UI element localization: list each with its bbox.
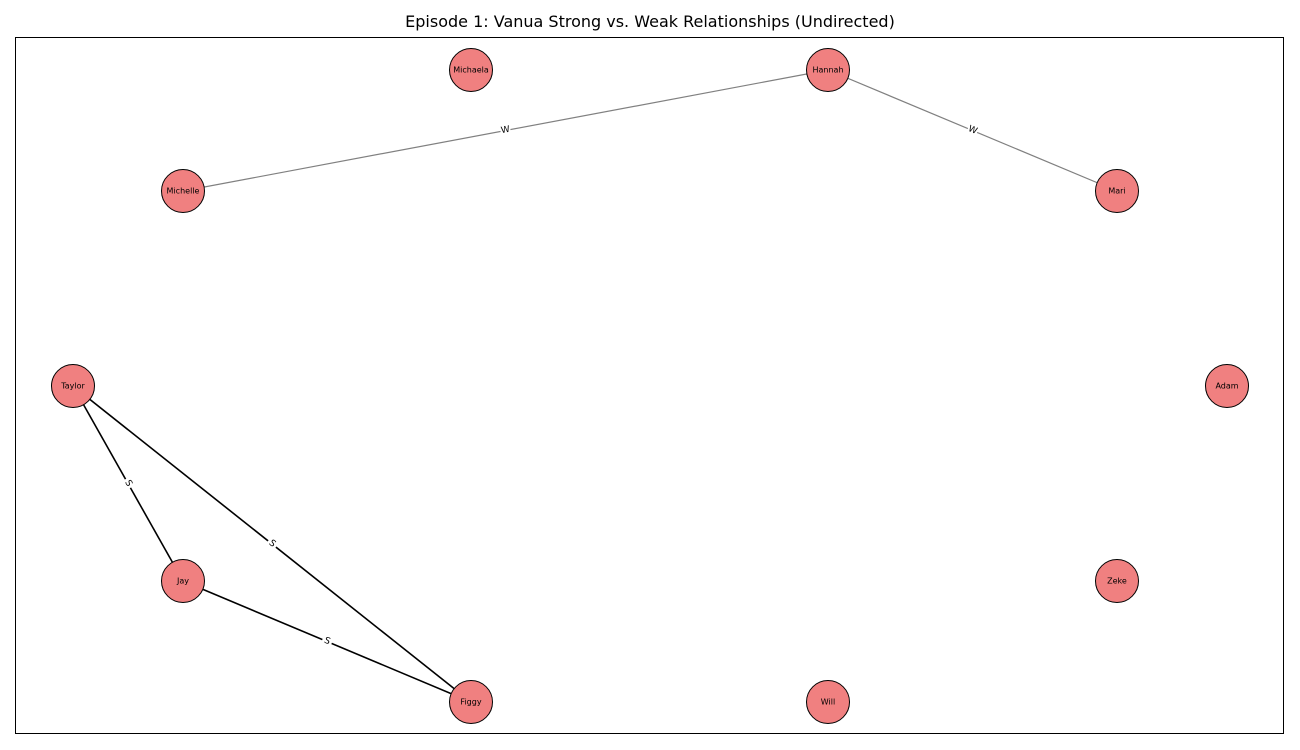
- plot-frame: [15, 37, 1284, 734]
- node-circle: [449, 680, 493, 724]
- node-label: Michaela: [453, 66, 489, 75]
- node-circle: [1095, 559, 1139, 603]
- edge-label-background: [121, 476, 135, 491]
- node-hannah: Hannah: [806, 48, 850, 92]
- node-michaela: Michaela: [449, 48, 493, 92]
- node-circle: [161, 559, 205, 603]
- node-label: Zeke: [1107, 577, 1127, 586]
- edge-label: W: [966, 124, 978, 137]
- node-jay: Jay: [161, 559, 205, 603]
- node-michelle: Michelle: [161, 169, 205, 213]
- node-circle: [806, 680, 850, 724]
- node-label: Will: [821, 698, 835, 707]
- edge-label: W: [500, 125, 511, 136]
- node-circle: [1095, 169, 1139, 213]
- node-taylor: Taylor: [51, 364, 95, 408]
- node-zeke: Zeke: [1095, 559, 1139, 603]
- edge-taylor-figgy: S: [72, 385, 472, 703]
- edge-label: S: [267, 538, 278, 550]
- edge-label-background: [264, 536, 280, 552]
- edge-label: S: [122, 479, 134, 489]
- node-circle: [806, 48, 850, 92]
- edge-label-background: [499, 124, 512, 137]
- edge-label: S: [322, 636, 331, 648]
- diagram-title: Episode 1: Vanua Strong vs. Weak Relatio…: [405, 12, 895, 31]
- node-figgy: Figgy: [449, 680, 493, 724]
- node-adam: Adam: [1205, 364, 1249, 408]
- edge-michelle-hannah: W: [182, 69, 829, 192]
- node-label: Hannah: [812, 66, 843, 75]
- node-label: Mari: [1108, 187, 1125, 196]
- node-will: Will: [806, 680, 850, 724]
- node-circle: [1205, 364, 1249, 408]
- node-label: Jay: [176, 577, 189, 586]
- node-circle: [51, 364, 95, 408]
- node-label: Taylor: [60, 382, 85, 391]
- edge-label-background: [320, 634, 334, 649]
- edge-jay-figgy: S: [182, 580, 472, 703]
- edge-label-background: [965, 123, 980, 138]
- edge-taylor-jay: S: [72, 385, 184, 582]
- node-circle: [161, 169, 205, 213]
- node-label: Adam: [1215, 382, 1238, 391]
- node-circle: [449, 48, 493, 92]
- node-label: Figgy: [460, 698, 481, 707]
- edge-hannah-mari: W: [827, 69, 1118, 192]
- node-label: Michelle: [167, 187, 200, 196]
- node-mari: Mari: [1095, 169, 1139, 213]
